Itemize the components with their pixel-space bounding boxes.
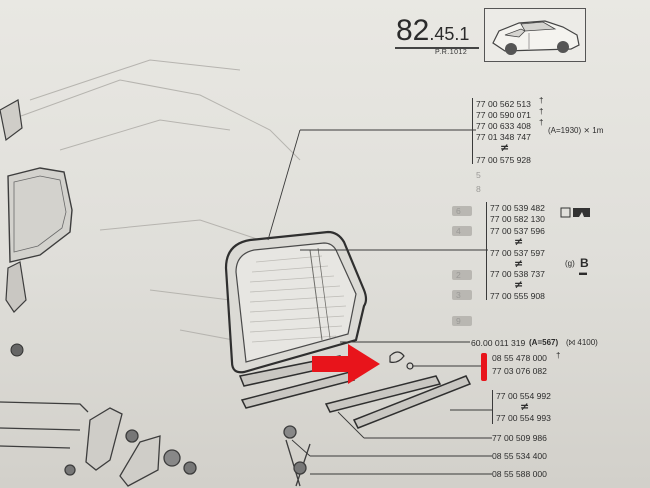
part-number: 77 00 562 513 [476, 99, 531, 109]
dagger-mark: † [556, 351, 561, 360]
part-number: 77 00 633 408 [476, 121, 531, 131]
dagger-mark: † [539, 107, 544, 116]
part-number: 77 00 554 992 [496, 391, 551, 401]
leader-lines [267, 129, 492, 475]
not-equal-symbol: ≠ [514, 278, 524, 291]
note-top-suffix: 1m [592, 126, 604, 135]
bracket-mid [486, 202, 487, 300]
clip-drawing [389, 351, 414, 370]
two-door-icon [560, 207, 590, 218]
note-main-2: (⨝ 4100) [566, 338, 598, 347]
car-illustration-box [484, 8, 586, 62]
page-number-main: 82 [396, 14, 430, 47]
note-top-text: (A=1930) [548, 126, 582, 135]
part-number: 08 55 588 000 [492, 469, 547, 479]
part-number: 77 00 554 993 [496, 413, 551, 423]
part-number: 77 00 537 597 [490, 248, 545, 258]
regulator-mechanism-drawing [0, 401, 311, 487]
part-number: 77 00 575 928 [476, 155, 531, 165]
faint-code: 8 [476, 184, 481, 194]
faint-code: 9 [456, 316, 461, 326]
window-glass-drawing [224, 230, 368, 374]
page-number-sub: .45 [429, 24, 455, 44]
letter-b: B [580, 256, 589, 270]
bracket-low [492, 390, 493, 424]
not-equal-symbol: ≠ [500, 141, 510, 154]
faint-code: 5 [476, 170, 481, 180]
pr-reference: P.R.1012 [435, 49, 468, 56]
part-number: 08 55 478 000 [492, 353, 547, 363]
note-main: (A=567) [529, 338, 559, 347]
page-number: 82.45.1 [396, 14, 469, 48]
rule-under-b: ▬ [579, 268, 587, 277]
part-number: 77 00 590 071 [476, 110, 531, 120]
dagger-mark: † [539, 96, 544, 105]
dagger-mark: † [539, 118, 544, 127]
left-housing-drawing [0, 99, 73, 357]
note-main-2-value: 4100 [577, 338, 596, 347]
part-number: 77 00 537 596 [490, 226, 545, 236]
part-number: 08 55 534 400 [492, 451, 547, 461]
red-arrow-icon [312, 344, 380, 384]
not-equal-symbol: ≠ [520, 400, 530, 413]
bracket-top [472, 98, 473, 164]
note-top: (A=1930) ⨯ 1m [548, 126, 604, 135]
part-number: 77 00 539 482 [490, 203, 545, 213]
page-number-suffix: .1 [454, 24, 470, 44]
part-number: 77 00 538 737 [490, 269, 545, 279]
page-number-underline [395, 47, 479, 49]
part-number: 77 00 509 986 [492, 433, 547, 443]
faint-code: 3 [456, 290, 461, 300]
faint-code: 4 [456, 226, 461, 236]
part-number: 77 00 555 908 [490, 291, 545, 301]
car-illustration-icon [492, 20, 580, 55]
faint-code: 6 [456, 206, 461, 216]
not-equal-symbol: ≠ [514, 235, 524, 248]
part-number: 77 00 582 130 [490, 214, 545, 224]
not-equal-symbol: ≠ [514, 257, 524, 270]
red-marker-bar [481, 353, 487, 381]
part-number: 77 03 076 082 [492, 366, 547, 376]
part-number: 77 01 348 747 [476, 132, 531, 142]
note-g: (g) [565, 259, 575, 268]
part-number-main: 60.00 011 319 [471, 338, 526, 348]
faint-code: 2 [456, 270, 461, 280]
